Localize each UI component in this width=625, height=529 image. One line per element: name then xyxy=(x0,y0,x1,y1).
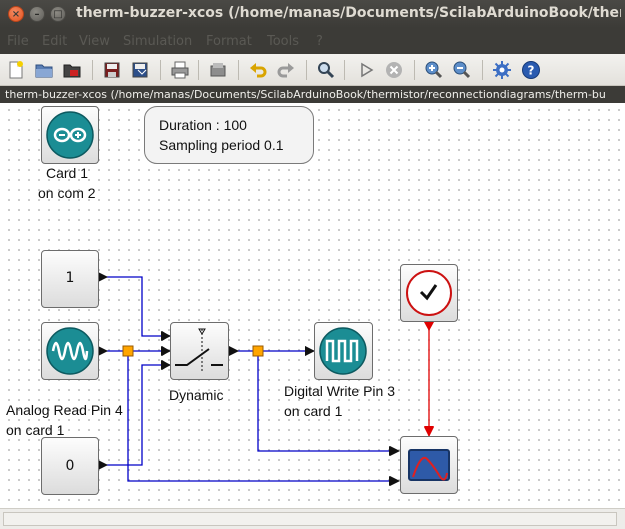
output-port xyxy=(98,346,108,356)
link-split-to-scope xyxy=(127,351,399,486)
toolbar-separator xyxy=(306,60,307,80)
output-port xyxy=(98,460,108,470)
constant-value: 1 xyxy=(65,270,75,286)
switch-icon xyxy=(175,328,223,373)
clock-block[interactable] xyxy=(400,264,458,322)
save-as-icon[interactable] xyxy=(130,60,150,80)
duration-text: Duration : 100 xyxy=(159,117,247,133)
close-window-button[interactable]: × xyxy=(8,6,24,22)
event-input-port xyxy=(424,426,434,436)
diagram-canvas[interactable]: Card 1 on com 2 Duration : 100 Sampling … xyxy=(0,103,625,508)
sine-wave-icon xyxy=(46,327,94,375)
redo-icon[interactable] xyxy=(276,60,296,80)
zoom-out-icon[interactable] xyxy=(452,60,472,80)
analog-read-block[interactable] xyxy=(41,322,99,380)
clock-icon xyxy=(406,270,452,316)
toolbar: ? xyxy=(0,54,625,86)
fit-diagram-icon[interactable] xyxy=(316,60,336,80)
scope-block[interactable] xyxy=(400,436,458,494)
status-bar xyxy=(0,508,625,529)
analog-read-label-line2: on card 1 xyxy=(6,422,65,438)
status-field xyxy=(3,512,617,526)
digital-write-label-line1: Digital Write Pin 3 xyxy=(284,383,396,399)
square-wave-icon xyxy=(319,327,367,375)
undo-icon[interactable] xyxy=(248,60,268,80)
save-icon[interactable] xyxy=(102,60,122,80)
link-split2-to-scope xyxy=(257,351,399,456)
digital-write-label-line2: on card 1 xyxy=(284,403,343,419)
menu-edit[interactable]: Edit xyxy=(42,34,68,49)
menu-help[interactable]: ? xyxy=(316,34,323,49)
card-label-line2: on com 2 xyxy=(38,185,96,201)
input-port xyxy=(162,346,170,356)
output-port xyxy=(229,346,239,356)
analog-read-label-line1: Analog Read Pin 4 xyxy=(6,402,123,418)
constant-block-1[interactable]: 1 xyxy=(41,250,99,308)
toolbar-separator xyxy=(482,60,483,80)
menu-bar: File Edit View Simulation Format Tools ? xyxy=(0,28,625,54)
link-const0-to-switch xyxy=(104,360,171,466)
open-icon[interactable] xyxy=(34,60,54,80)
arduino-logo-icon xyxy=(46,111,94,159)
print-icon[interactable] xyxy=(170,60,190,80)
sampling-period-text: Sampling period 0.1 xyxy=(159,137,284,153)
stop-icon[interactable] xyxy=(384,60,404,80)
input-port xyxy=(162,331,170,341)
title-bar: × – □ therm-buzzer-xcos (/home/manas/Doc… xyxy=(0,0,625,28)
toolbar-separator xyxy=(414,60,415,80)
export-icon[interactable] xyxy=(208,60,228,80)
arduino-setup-block[interactable] xyxy=(41,106,99,164)
toolbar-separator xyxy=(92,60,93,80)
card-label-line1: Card 1 xyxy=(46,165,89,181)
output-port xyxy=(98,272,108,282)
toolbar-separator xyxy=(344,60,345,80)
toolbar-separator xyxy=(160,60,161,80)
new-diagram-icon[interactable] xyxy=(6,60,26,80)
diagram-path-bar: therm-buzzer-xcos (/home/manas/Documents… xyxy=(0,86,625,103)
help-icon[interactable]: ? xyxy=(521,60,541,80)
switch-label: Dynamic xyxy=(169,387,224,403)
event-output-port xyxy=(424,322,434,331)
toolbar-separator xyxy=(198,60,199,80)
input-port xyxy=(390,476,400,486)
dynamic-switch-block[interactable] xyxy=(170,322,229,380)
menu-view[interactable]: View xyxy=(79,34,110,49)
split-point xyxy=(252,345,264,357)
palette-browser-icon[interactable] xyxy=(492,60,512,80)
menu-simulation[interactable]: Simulation xyxy=(123,34,193,49)
window-title: therm-buzzer-xcos (/home/manas/Documents… xyxy=(76,5,621,21)
menu-file[interactable]: File xyxy=(7,34,29,49)
input-port xyxy=(390,446,400,456)
link-const1-to-switch xyxy=(104,276,171,341)
links-layer xyxy=(98,272,434,486)
svg-text:?: ? xyxy=(528,64,535,78)
minimize-window-button[interactable]: – xyxy=(29,6,45,22)
menu-format[interactable]: Format xyxy=(206,34,252,49)
start-icon[interactable] xyxy=(356,60,376,80)
digital-write-block[interactable] xyxy=(314,322,373,380)
open-in-scilab-icon[interactable] xyxy=(62,60,82,80)
constant-value: 0 xyxy=(65,458,75,474)
toolbar-separator xyxy=(238,60,239,80)
simulation-info-box[interactable]: Duration : 100 Sampling period 0.1 xyxy=(144,106,314,164)
input-port xyxy=(162,360,170,370)
menu-tools[interactable]: Tools xyxy=(267,34,300,49)
maximize-window-button[interactable]: □ xyxy=(50,6,66,22)
split-point xyxy=(122,345,134,357)
input-port xyxy=(305,346,314,356)
scope-icon xyxy=(408,449,450,481)
zoom-in-icon[interactable] xyxy=(424,60,444,80)
constant-block-0[interactable]: 0 xyxy=(41,437,99,495)
